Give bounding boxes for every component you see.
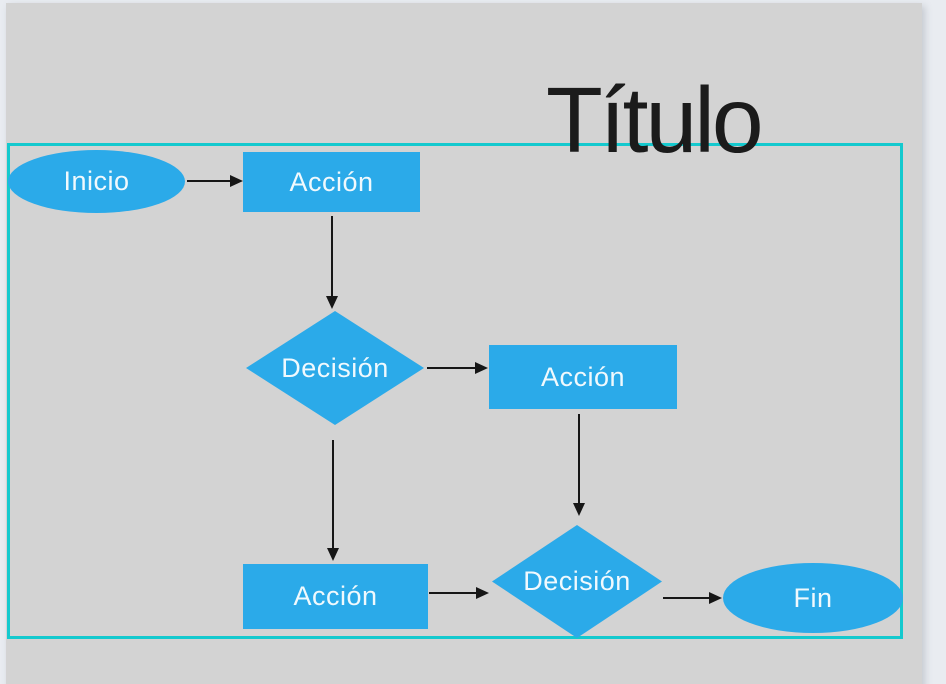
- node-action-3[interactable]: Acción: [243, 564, 428, 629]
- node-action-1[interactable]: Acción: [243, 152, 420, 212]
- selection-rectangle: [7, 143, 903, 639]
- slide-title[interactable]: Título: [546, 68, 764, 172]
- node-start[interactable]: Inicio: [8, 150, 185, 213]
- node-action-3-label: Acción: [293, 581, 378, 611]
- node-end[interactable]: Fin: [723, 563, 903, 633]
- node-start-label: Inicio: [63, 166, 130, 196]
- node-decision-1-label: Decisión: [281, 352, 389, 383]
- node-end-label: Fin: [793, 582, 833, 613]
- node-action-2[interactable]: Acción: [489, 345, 677, 409]
- node-action-2-label: Acción: [540, 361, 626, 392]
- node-decision-2-label: Decisión: [523, 566, 631, 596]
- node-action-1-label: Acción: [289, 166, 374, 197]
